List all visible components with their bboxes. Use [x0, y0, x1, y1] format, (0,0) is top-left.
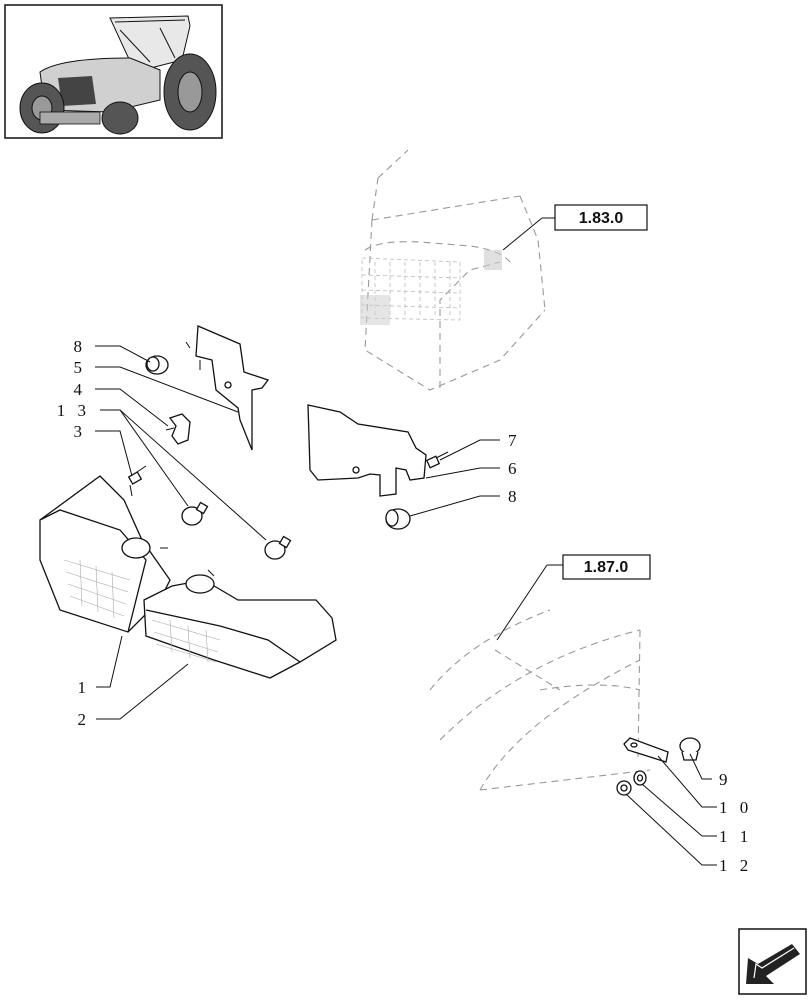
reference-box-1-87[interactable]: 1.87.0: [496, 554, 651, 641]
clip-part: [165, 413, 191, 445]
callout-9: 9: [719, 770, 732, 789]
plate-part: [623, 737, 669, 763]
callout-7: 7: [508, 431, 521, 450]
bulb-part-lower: [264, 535, 292, 560]
callout-8-right: 8: [508, 487, 521, 506]
hood-outline-top: [360, 149, 546, 391]
headlamp-right-part: [143, 569, 337, 679]
grommet-part: [145, 355, 169, 375]
callout-12: 1 2: [719, 856, 752, 875]
screw-part-right: [425, 451, 449, 469]
washer-part: [633, 770, 647, 786]
next-page-arrow-icon[interactable]: [738, 928, 807, 995]
tractor-thumbnail-icon: [4, 4, 223, 139]
nut-part: [616, 780, 632, 796]
screw-part: [127, 465, 147, 485]
bulb-part-upper: [181, 501, 209, 526]
callout-13: 1 3: [57, 401, 90, 420]
grommet-part-right: [385, 508, 411, 530]
callout-10: 1 0: [719, 798, 752, 817]
reference-label-1-83: 1.83.0: [579, 210, 624, 227]
leader-lines: [95, 345, 717, 866]
fender-outline-bottom: [429, 609, 651, 791]
callout-1: 1: [78, 678, 91, 697]
right-bracket-part: [307, 404, 427, 497]
headlamp-left-part: [39, 475, 171, 633]
grille-pattern: [360, 250, 502, 325]
callout-5: 5: [74, 358, 87, 377]
callout-3: 3: [74, 422, 87, 441]
callout-2: 2: [78, 710, 91, 729]
callout-4: 4: [74, 380, 87, 399]
reference-label-1-87: 1.87.0: [584, 559, 629, 576]
left-bracket-part: [185, 325, 270, 451]
callout-8-top: 8: [74, 337, 87, 356]
callout-6: 6: [508, 459, 521, 478]
knob-part: [679, 737, 701, 761]
reference-box-1-83[interactable]: 1.83.0: [502, 204, 648, 251]
callout-11: 1 1: [719, 827, 752, 846]
